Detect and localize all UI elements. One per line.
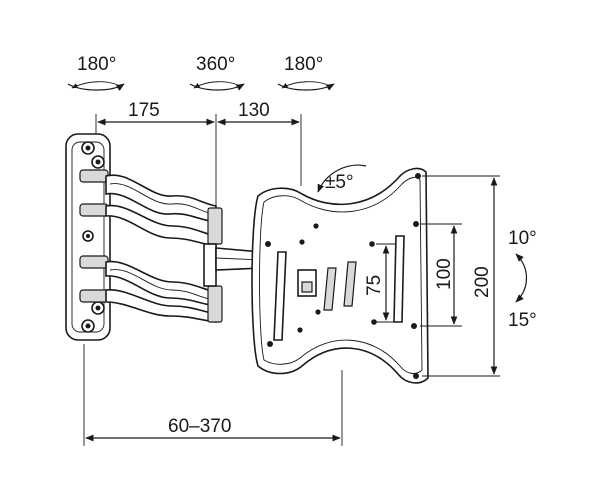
tilt-down-label: 15° bbox=[508, 310, 537, 331]
tilt-up-label: 10° bbox=[508, 228, 537, 249]
tilt-arrow-icon bbox=[515, 253, 528, 303]
rotation-left-arrow-icon bbox=[67, 83, 125, 91]
arm-second-length: 130 bbox=[238, 100, 270, 121]
arm-length-dimension: 175 130 bbox=[95, 100, 302, 212]
rotation-left: 180° bbox=[67, 54, 125, 91]
vesa-200-dimension: 200 bbox=[422, 175, 500, 377]
rotation-right: 180° bbox=[277, 54, 335, 91]
extension-dimension: 60–370 bbox=[83, 344, 343, 446]
arm-first-length: 175 bbox=[128, 100, 160, 121]
vesa-100-dimension: 100 bbox=[420, 223, 462, 327]
tilt-indicator: 10° 15° bbox=[508, 228, 537, 331]
plate-rotation-label: ±5° bbox=[325, 172, 354, 193]
rotation-right-arrow-icon bbox=[277, 83, 335, 91]
rotation-middle-label: 360° bbox=[196, 54, 235, 75]
tv-plate bbox=[251, 167, 429, 384]
vesa-200-label: 200 bbox=[472, 266, 493, 298]
rotation-left-label: 180° bbox=[77, 54, 116, 75]
vesa-75-dimension: 75 bbox=[364, 243, 396, 323]
vesa-75-label: 75 bbox=[364, 275, 385, 296]
upper-arm bbox=[105, 174, 217, 247]
extension-label: 60–370 bbox=[168, 416, 231, 437]
vesa-100-label: 100 bbox=[434, 258, 455, 290]
lower-arm bbox=[105, 260, 217, 323]
plate-rotation-indicator: ±5° bbox=[317, 164, 367, 193]
plate-rotation-arrow-icon bbox=[317, 164, 367, 193]
wall-plate bbox=[65, 133, 111, 341]
rotation-middle: 360° bbox=[189, 54, 245, 91]
rotation-middle-arrow-icon bbox=[189, 83, 245, 91]
rotation-right-label: 180° bbox=[284, 54, 323, 75]
